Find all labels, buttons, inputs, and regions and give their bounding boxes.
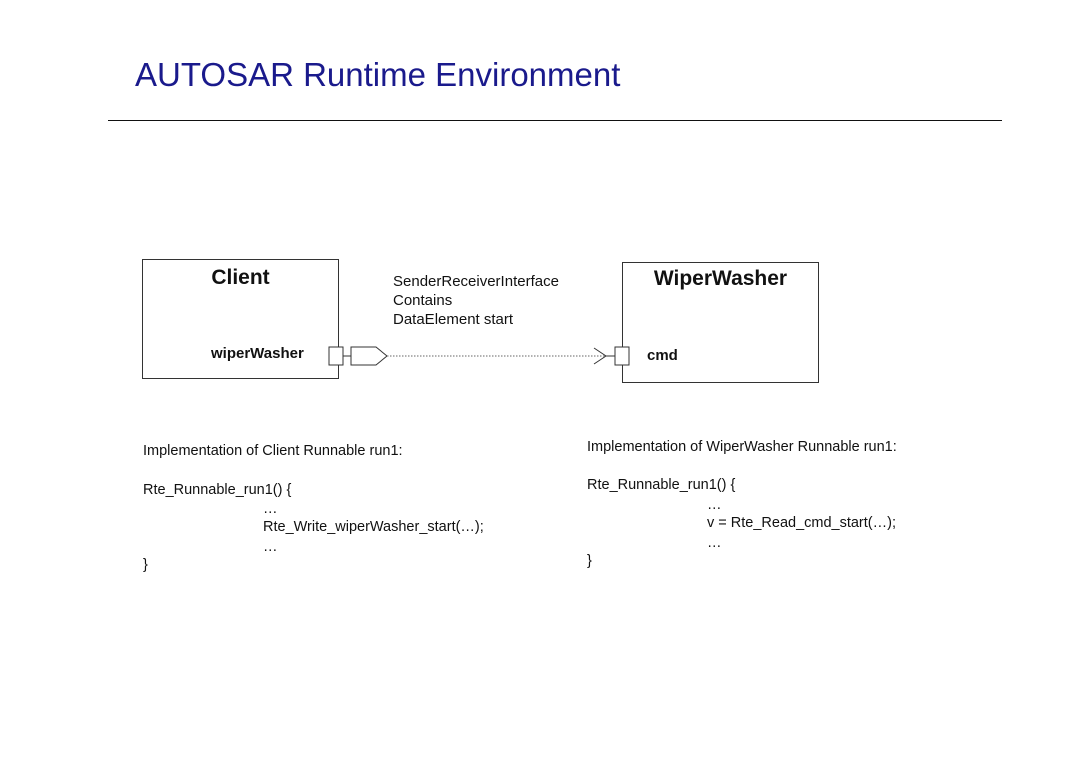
- client-impl-call: Rte_Write_wiperWasher_start(…);: [263, 519, 484, 535]
- wiper-impl-call: v = Rte_Read_cmd_start(…);: [707, 515, 896, 531]
- page-title: AUTOSAR Runtime Environment: [135, 56, 621, 93]
- title-underline: [108, 120, 1002, 121]
- wiperwasher-component: WiperWasher: [622, 262, 819, 383]
- client-sender-port: [328, 346, 344, 366]
- client-component-name: Client: [211, 266, 270, 289]
- interface-line-3: DataElement start: [393, 311, 514, 328]
- wiperwasher-port-label: cmd: [647, 347, 678, 364]
- client-impl-ellipsis-1: …: [263, 501, 278, 517]
- wiper-impl-ellipsis-2: …: [707, 535, 722, 551]
- interface-line-1: SenderReceiverInterface: [393, 273, 559, 290]
- provide-port-arrow: [350, 346, 388, 366]
- client-port-label: wiperWasher: [211, 345, 304, 362]
- interface-description: SenderReceiverInterface Contains DataEle…: [393, 272, 559, 329]
- client-impl-header: Implementation of Client Runnable run1:: [143, 443, 403, 459]
- wiper-impl-header: Implementation of WiperWasher Runnable r…: [587, 439, 897, 455]
- interface-line-2: Contains: [393, 292, 453, 309]
- wiperwasher-component-name: WiperWasher: [653, 267, 788, 290]
- client-impl-open: Rte_Runnable_run1() {: [143, 482, 292, 498]
- client-impl-ellipsis-2: …: [263, 539, 278, 555]
- wiper-impl-open: Rte_Runnable_run1() {: [587, 477, 736, 493]
- wiper-impl-ellipsis-1: …: [707, 497, 722, 513]
- wiperwasher-receiver-port: [614, 346, 630, 366]
- wiper-impl-close: }: [587, 553, 592, 569]
- client-component: Client: [142, 259, 339, 379]
- client-impl-close: }: [143, 557, 148, 573]
